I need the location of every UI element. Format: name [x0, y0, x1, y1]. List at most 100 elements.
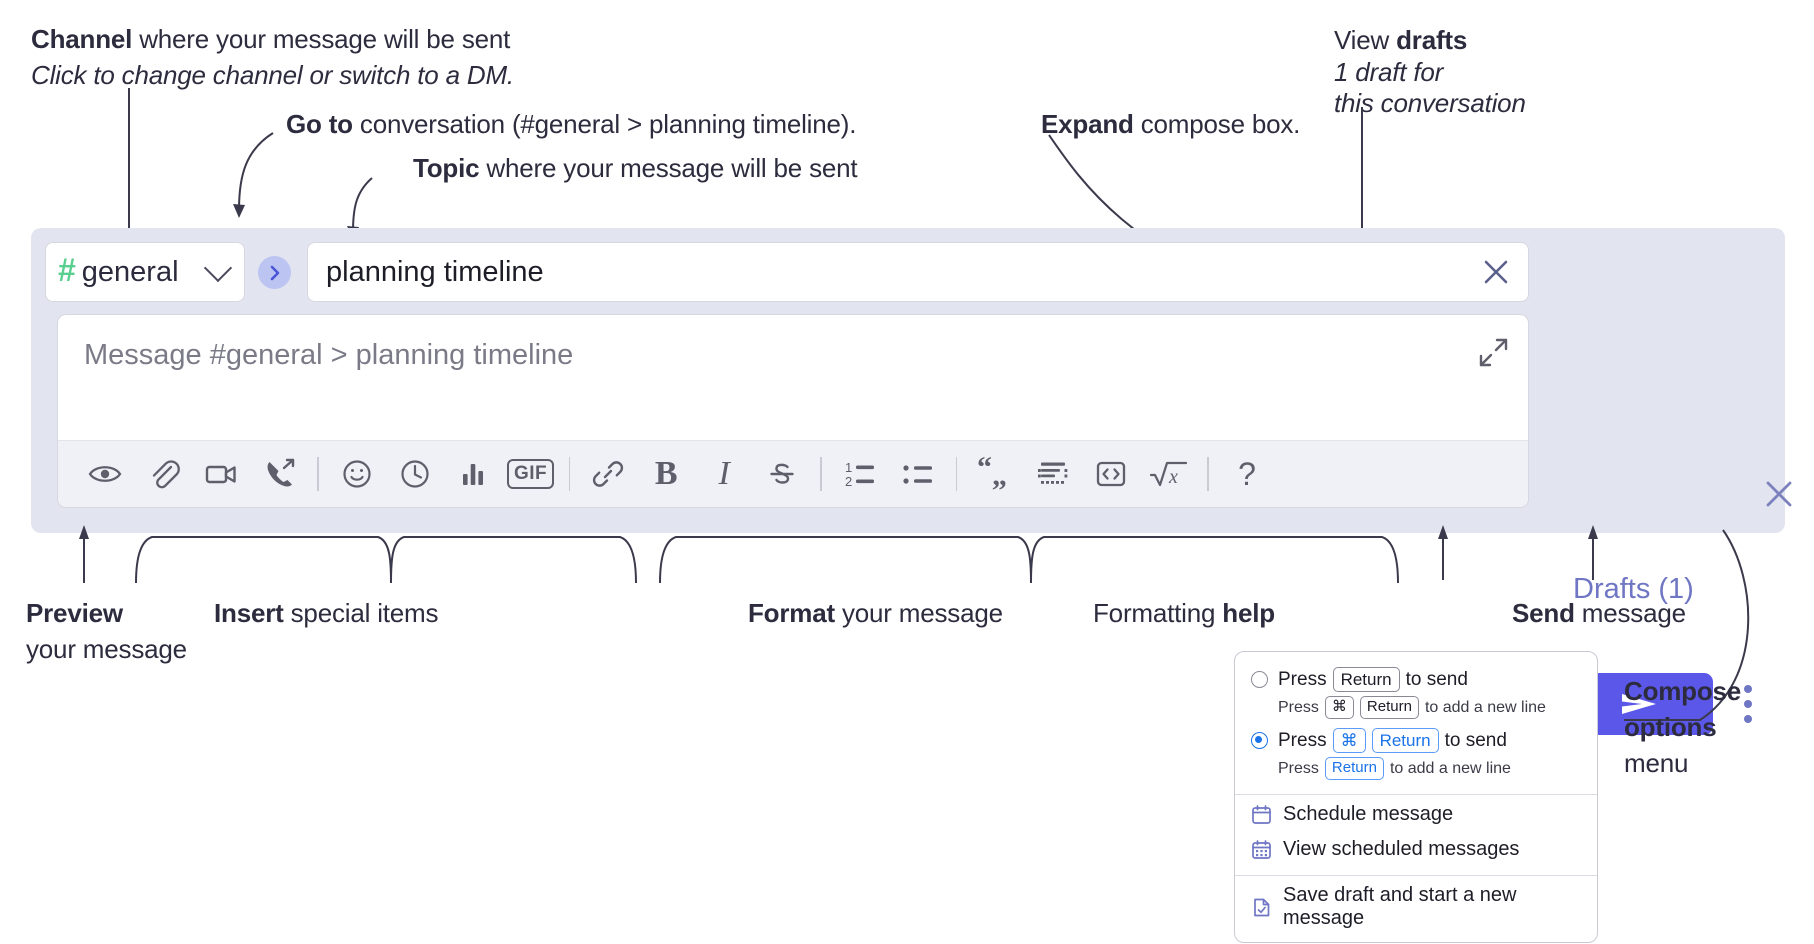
tail-text: to send [1444, 729, 1507, 751]
annotation-expand: Expand compose box. [1041, 107, 1300, 141]
annotation-formatting-help: Formatting help [1093, 596, 1275, 630]
annotation-channel-rest: where your message will be sent [132, 24, 511, 54]
topic-value: planning timeline [326, 255, 544, 288]
annotation-channel-bold: Channel [31, 24, 133, 54]
annotation-format-rest: your message [834, 598, 1003, 628]
key-command: ⌘ [1332, 728, 1366, 754]
radio-label: Press ⌘ Return to send [1278, 728, 1507, 754]
goto-conversation-button[interactable] [258, 256, 291, 289]
code-icon[interactable] [1082, 445, 1140, 503]
channel-selector[interactable]: # general [45, 242, 245, 302]
press-word: Press [1278, 698, 1319, 716]
code-block-icon[interactable] [1024, 445, 1082, 503]
annotation-format-bold: Format [748, 598, 835, 628]
annotation-expand-rest: compose box. [1133, 109, 1301, 139]
key-return: Return [1371, 728, 1439, 754]
radio-label: Press Return to send [1278, 667, 1468, 693]
toolbar-divider [955, 457, 958, 491]
radio-selected-icon [1251, 732, 1268, 750]
clear-topic-button[interactable] [1464, 255, 1528, 289]
chevron-down-icon [203, 253, 233, 283]
phone-forward-icon[interactable] [250, 445, 308, 503]
link-icon[interactable] [579, 445, 637, 503]
tail-text: to send [1405, 668, 1468, 690]
compose-options-menu: Press Return to send Press ⌘ Return to a… [1234, 651, 1598, 943]
close-icon [1484, 260, 1508, 284]
kebab-dot [1744, 685, 1752, 693]
emoji-icon[interactable] [328, 445, 386, 503]
toolbar-divider [317, 457, 319, 491]
strikethrough-icon[interactable] [753, 445, 811, 503]
compose-inner: # general planning timeline Message #gen… [45, 242, 1529, 518]
gif-icon[interactable]: GIF [502, 445, 560, 503]
close-panel-button[interactable] [1761, 476, 1797, 517]
italic-icon[interactable]: I [695, 445, 753, 503]
calendar-icon [1252, 805, 1271, 824]
math-icon[interactable]: x [1140, 445, 1198, 503]
menu-divider [1235, 794, 1597, 795]
annotation-drafts-sub2: this conversation [1334, 86, 1526, 120]
annotation-compose-options-plain: menu [1624, 748, 1689, 778]
press-word: Press [1278, 729, 1327, 751]
menu-item-schedule-message[interactable]: Schedule message [1235, 797, 1597, 832]
key-command: ⌘ [1324, 696, 1354, 719]
menu-subtext-1: Press ⌘ Return to add a new line [1235, 695, 1597, 725]
bold-icon[interactable]: B [637, 445, 695, 503]
key-return: Return [1324, 757, 1384, 780]
kebab-dot [1744, 715, 1752, 723]
menu-radio-cmd-return-to-send[interactable]: Press ⌘ Return to send [1235, 725, 1597, 756]
message-input-box[interactable]: Message #general > planning timeline [57, 314, 1529, 508]
annotation-compose-options-bold2: options [1624, 712, 1717, 742]
toolbar-divider [820, 457, 822, 491]
annotation-formatting-help-bold: help [1222, 598, 1275, 628]
annotation-preview-line2: your message [26, 632, 187, 666]
topic-field[interactable]: planning timeline [307, 242, 1529, 302]
message-placeholder: Message #general > planning timeline [84, 339, 574, 371]
italic-label: I [718, 455, 730, 492]
menu-subtext-2: Press Return to add a new line [1235, 756, 1597, 786]
annotation-formatting-help-plain: Formatting [1093, 598, 1223, 628]
annotation-drafts-bold: drafts [1396, 25, 1468, 55]
menu-item-label: View scheduled messages [1283, 838, 1520, 860]
annotation-expand-bold: Expand [1041, 109, 1134, 139]
menu-divider [1235, 875, 1597, 876]
annotation-compose-options-3: menu [1624, 746, 1688, 780]
toolbar-divider [568, 457, 571, 491]
bold-label: B [654, 455, 678, 492]
save-draft-icon [1254, 898, 1270, 916]
math-variable: x [1168, 466, 1178, 488]
svg-text:2: 2 [845, 474, 852, 489]
clock-icon[interactable] [386, 445, 444, 503]
key-return: Return [1332, 667, 1400, 693]
leader-lines-bottom [79, 525, 1750, 721]
menu-radio-return-to-send[interactable]: Press Return to send [1235, 664, 1597, 695]
eye-icon[interactable] [76, 445, 134, 503]
menu-item-save-draft[interactable]: Save draft and start a new message [1235, 878, 1597, 936]
video-camera-icon[interactable] [192, 445, 250, 503]
bar-chart-icon[interactable] [444, 445, 502, 503]
tail-text: to add a new line [1424, 698, 1546, 716]
key-return: Return [1359, 696, 1419, 719]
hash-icon: # [58, 252, 76, 288]
svg-text:„: „ [992, 459, 1007, 491]
help-icon[interactable]: ? [1218, 445, 1276, 503]
annotation-send: Send message [1512, 596, 1686, 630]
annotation-drafts-plain: View [1334, 25, 1397, 55]
channel-name: general [81, 255, 179, 288]
annotation-goto: Go to conversation (#general > planning … [286, 107, 856, 141]
menu-item-view-scheduled-messages[interactable]: View scheduled messages [1235, 832, 1597, 867]
annotation-drafts: View drafts [1334, 23, 1467, 57]
compose-options-button[interactable] [1737, 680, 1759, 728]
svg-text:1: 1 [845, 460, 852, 475]
expand-compose-button[interactable] [1478, 337, 1508, 372]
help-label: ? [1238, 455, 1256, 492]
menu-item-label: Save draft and start a new message [1283, 884, 1517, 929]
bulleted-list-icon[interactable] [889, 445, 947, 503]
paperclip-icon[interactable] [134, 445, 192, 503]
annotation-send-rest: message [1574, 598, 1686, 628]
tail-text: to add a new line [1389, 759, 1511, 777]
close-icon [1766, 481, 1792, 507]
blockquote-icon[interactable]: “„ [966, 445, 1024, 503]
